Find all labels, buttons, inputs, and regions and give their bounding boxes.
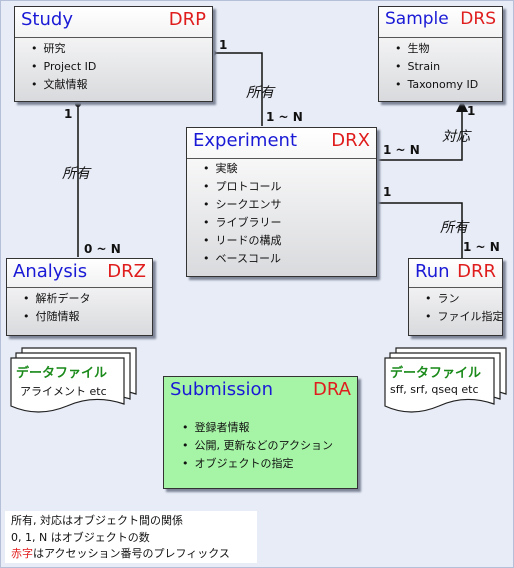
experiment-attr: ライブラリー [203, 214, 282, 232]
experiment-divider [187, 158, 376, 159]
analysis-entity: Analysis DRZ 解析データ 付随情報 [6, 258, 153, 336]
relation-label-study-experiment: 所有 [246, 85, 274, 101]
analysis-file-subtitle: アライメント etc [20, 385, 107, 398]
analysis-divider [7, 287, 152, 288]
submission-attr: オブジェクトの指定 [182, 455, 333, 473]
study-attr: 研究 [31, 40, 96, 58]
study-divider [15, 37, 212, 38]
card-study-analysis-to: 0 ~ N [84, 242, 121, 256]
submission-attributes: 登録者情報 公開, 更新などのアクション オブジェクトの指定 [182, 419, 333, 473]
study-prefix: DRP [168, 9, 206, 30]
run-divider [409, 287, 502, 288]
experiment-prefix: DRX [331, 130, 370, 151]
sample-name: Sample [385, 9, 449, 29]
study-entity: Study DRP 研究 Project ID 文献情報 [14, 6, 213, 102]
legend-line: 0, 1, N はオブジェクトの数 [11, 530, 150, 544]
line-study-experiment [213, 52, 263, 126]
card-study-analysis-from: 1 [64, 107, 73, 121]
card-experiment-run-to: 1 ~ N [463, 240, 500, 254]
experiment-attr: シークエンサ [203, 196, 282, 214]
analysis-data-file: データファイル アライメント etc [10, 346, 140, 416]
submission-entity: Submission DRA 登録者情報 公開, 更新などのアクション オブジェ… [163, 376, 358, 489]
study-attr: 文献情報 [31, 76, 96, 94]
card-experiment-sample-to: 1 [467, 104, 476, 118]
relation-label-experiment-run: 所有 [440, 220, 468, 236]
run-entity: Run DRR ラン ファイル指定 [408, 258, 504, 336]
legend-line: 所有, 対応はオブジェクト間の関係 [11, 514, 183, 527]
experiment-entity: Experiment DRX 実験 プロトコール シークエンサ ライブラリー リ… [186, 127, 377, 277]
submission-attr: 公開, 更新などのアクション [182, 437, 333, 455]
analysis-attributes: 解析データ 付随情報 [23, 290, 91, 326]
analysis-file-title: データファイル [16, 366, 108, 381]
document-stack-icon [10, 347, 137, 413]
experiment-attr: リードの構成 [203, 232, 282, 250]
sample-entity: Sample DRS 生物 Strain Taxonomy ID [378, 6, 503, 102]
run-attr: ファイル指定 [425, 308, 504, 326]
run-name: Run [415, 261, 450, 282]
legend-line: 赤字はアクセッション番号のプレフィックス [11, 546, 251, 563]
experiment-attr: 実験 [203, 160, 282, 178]
submission-prefix: DRA [313, 379, 351, 400]
study-attr: Project ID [31, 58, 97, 76]
analysis-prefix: DRZ [107, 261, 146, 282]
sample-attr: Taxonomy ID [395, 76, 479, 94]
analysis-attr: 付随情報 [23, 308, 91, 326]
line-experiment-run [376, 202, 463, 258]
submission-name: Submission [170, 379, 273, 400]
submission-attr: 登録者情報 [182, 419, 333, 437]
card-study-experiment-from: 1 [219, 38, 228, 52]
experiment-attributes: 実験 プロトコール シークエンサ ライブラリー リードの構成 ベースコール [203, 160, 282, 268]
analysis-name: Analysis [13, 261, 88, 282]
study-name: Study [21, 9, 73, 30]
sample-attributes: 生物 Strain Taxonomy ID [395, 40, 479, 94]
run-prefix: DRR [457, 261, 496, 282]
experiment-attr: プロトコール [203, 178, 282, 196]
legend-line-rest: はアクセッション番号のプレフィックス [33, 547, 230, 560]
card-experiment-sample-from: 1 ~ N [383, 143, 420, 157]
legend-red-text: 赤字 [11, 547, 33, 560]
line-experiment-sample [378, 100, 468, 161]
study-attributes: 研究 Project ID 文献情報 [31, 40, 97, 94]
relation-label-experiment-sample: 対応 [442, 129, 470, 145]
analysis-attr: 解析データ [23, 290, 91, 308]
card-study-experiment-to: 1 ~ N [266, 110, 303, 124]
run-file-subtitle: sff, srf, qseq etc [390, 383, 479, 396]
run-attr: ラン [425, 290, 504, 308]
document-stack-icon [384, 347, 507, 413]
run-data-file: データファイル sff, srf, qseq etc [384, 346, 510, 416]
sample-attr: 生物 [395, 40, 478, 58]
dot-study-analysis [75, 101, 81, 107]
experiment-attr: ベースコール [203, 250, 282, 268]
sample-attr: Strain [395, 58, 478, 76]
sample-prefix: DRS [460, 9, 496, 29]
relation-label-study-analysis: 所有 [62, 166, 90, 182]
run-file-title: データファイル [390, 366, 482, 381]
sample-divider [379, 37, 502, 38]
experiment-name: Experiment [193, 130, 298, 151]
legend: 所有, 対応はオブジェクト間の関係 0, 1, N はオブジェクトの数 赤字はア… [5, 511, 257, 563]
card-experiment-run-from: 1 [383, 185, 392, 199]
run-attributes: ラン ファイル指定 [425, 290, 504, 326]
